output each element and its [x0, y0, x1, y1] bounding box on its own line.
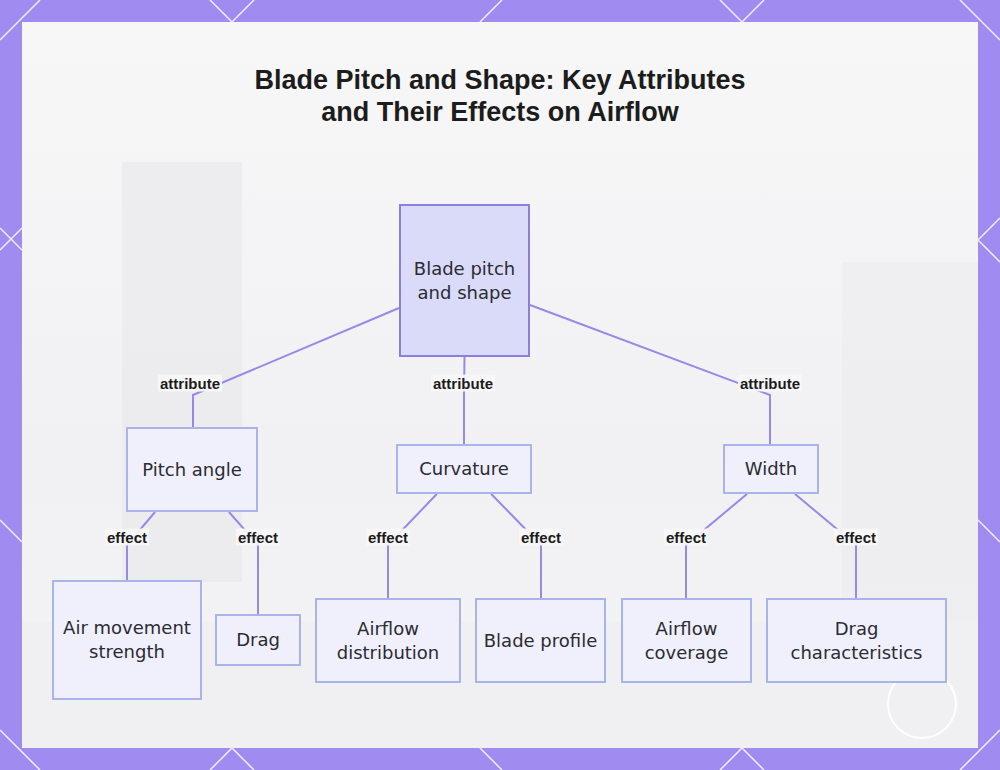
connector-path: [491, 494, 541, 598]
connector-line: [127, 512, 155, 580]
text-stack: Blade pitch and shape: [407, 257, 522, 305]
connector-path: [795, 494, 856, 598]
concept-box: Drag: [215, 614, 301, 666]
connector-path: [530, 305, 770, 444]
concept-box: Air movement strength: [52, 580, 202, 700]
edge-label: effect: [366, 529, 410, 546]
text-stack: Blade profile: [484, 629, 597, 653]
node-text: Curvature: [419, 457, 509, 481]
root-box: Blade pitch and shape: [399, 204, 530, 357]
edge-label: effect: [519, 529, 563, 546]
edge-label: attribute: [431, 375, 495, 392]
node-text: Blade pitch and shape: [407, 257, 522, 305]
edge-label: attribute: [158, 375, 222, 392]
edge-label: effect: [236, 529, 280, 546]
concept-box: Airflow coverage: [621, 598, 752, 683]
text-stack: Drag: [236, 628, 280, 652]
edge-label: effect: [834, 529, 878, 546]
connector-path: [193, 308, 399, 427]
concept-box: Curvature: [396, 444, 532, 494]
text-stack: Airflow distribution: [323, 617, 453, 665]
node-text: Drag characteristics: [774, 617, 939, 665]
connector-line: [464, 357, 466, 444]
connector-path: [388, 494, 437, 598]
connector-line: [530, 305, 770, 444]
concept-box: Width: [723, 444, 819, 494]
diagram-title: Blade Pitch and Shape: Key Attributes an…: [250, 64, 750, 128]
node-text: Width: [745, 457, 797, 481]
connector-path: [686, 494, 747, 598]
node-text: Air movement strength: [60, 616, 194, 664]
edge-label: attribute: [738, 375, 802, 392]
node-text: Airflow coverage: [629, 617, 744, 665]
edge-label: effect: [664, 529, 708, 546]
connector-path: [229, 512, 258, 614]
connector-line: [491, 494, 541, 598]
edge-label: effect: [105, 529, 149, 546]
connector-line: [193, 308, 399, 427]
text-stack: Drag characteristics: [774, 617, 939, 665]
text-stack: Airflow coverage: [629, 617, 744, 665]
concept-box: Drag characteristics: [766, 598, 947, 683]
connector-line: [388, 494, 437, 598]
node-text: Drag: [236, 628, 280, 652]
text-stack: Pitch angle: [142, 458, 241, 482]
concept-box: Blade profile: [475, 598, 606, 683]
concept-box: Airflow distribution: [315, 598, 461, 683]
concept-box: Pitch angle: [126, 427, 258, 512]
connector-line: [686, 494, 747, 598]
node-text: Blade profile: [484, 629, 597, 653]
node-text: Pitch angle: [142, 458, 241, 482]
connector-path: [463, 357, 466, 444]
text-stack: Air movement strength: [60, 616, 194, 664]
connector-path: [127, 512, 155, 580]
connector-line: [229, 512, 258, 614]
text-stack: Curvature: [419, 457, 509, 481]
connector-line: [795, 494, 856, 598]
node-text: Airflow distribution: [323, 617, 453, 665]
text-stack: Width: [745, 457, 797, 481]
